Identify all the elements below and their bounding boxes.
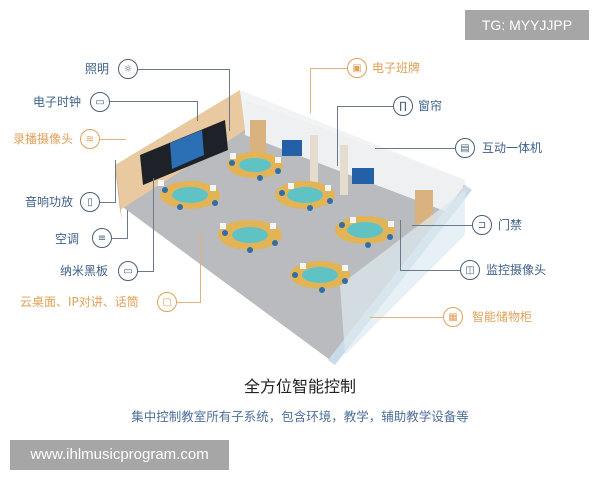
connector-line bbox=[400, 270, 460, 271]
label-interactive-display: 互动一体机 bbox=[482, 141, 543, 155]
label-curtain: 窗帘 bbox=[418, 99, 443, 113]
connector-line bbox=[112, 238, 128, 239]
connector-line bbox=[337, 106, 338, 166]
label-air-conditioner: 空调 bbox=[55, 232, 80, 246]
label-recording-camera: 录播摄像头 bbox=[13, 132, 74, 146]
diagram-subtitle: 集中控制教室所有子系统，包含环境，教学，辅助教学设备等 bbox=[131, 409, 469, 424]
speaker-icon: ▯ bbox=[80, 192, 100, 212]
label-nano-blackboard: 纳米黑板 bbox=[60, 264, 109, 278]
connector-line bbox=[197, 101, 198, 121]
blackboard-icon: ▭ bbox=[118, 261, 138, 281]
connector-line bbox=[100, 202, 116, 203]
surveillance-camera-icon: ◫ bbox=[460, 260, 480, 280]
connector-line bbox=[337, 106, 393, 107]
connector-line bbox=[177, 302, 201, 303]
air-conditioner-icon: ≡ bbox=[92, 228, 112, 248]
connector-line bbox=[200, 230, 201, 303]
label-door-access: 门禁 bbox=[498, 218, 523, 232]
curtain-icon: ∏ bbox=[393, 96, 413, 116]
connector-line bbox=[229, 69, 230, 131]
connector-line bbox=[400, 220, 401, 270]
connector-line bbox=[310, 68, 348, 69]
lightbulb-icon: ☼ bbox=[118, 59, 138, 79]
connector-line bbox=[100, 139, 126, 140]
classroom-illustration bbox=[110, 85, 480, 365]
clock-display-icon: ▭ bbox=[90, 92, 110, 112]
connector-line bbox=[127, 210, 128, 239]
door-access-icon: ⊐ bbox=[472, 215, 492, 235]
connector-line bbox=[115, 160, 116, 203]
connector-line bbox=[370, 317, 443, 318]
label-audio-amplifier: 音响功放 bbox=[25, 195, 74, 209]
connector-line bbox=[110, 101, 198, 102]
label-lighting: 照明 bbox=[85, 62, 110, 76]
desktop-terminal-icon: ▢ bbox=[157, 292, 177, 312]
label-smart-storage-cabinet: 智能储物柜 bbox=[472, 310, 533, 324]
watermark-bottom: www.ihlmusicprogram.com bbox=[10, 440, 229, 470]
watermark-top: TG: MYYJJPP bbox=[465, 10, 589, 40]
interactive-display-icon: ▤ bbox=[455, 138, 475, 158]
label-electronic-class-sign: 电子班牌 bbox=[372, 61, 421, 75]
connector-line bbox=[138, 271, 154, 272]
class-sign-icon: ▣ bbox=[347, 58, 367, 78]
connector-line bbox=[412, 225, 472, 226]
connector-line bbox=[310, 68, 311, 113]
label-cloud-desktop-intercom-mic: 云桌面、IP对讲、话筒 bbox=[20, 295, 139, 309]
connector-line bbox=[138, 69, 230, 70]
connector-line bbox=[375, 148, 455, 149]
storage-cabinet-icon: ▦ bbox=[443, 307, 463, 327]
label-electronic-clock: 电子时钟 bbox=[33, 95, 82, 109]
label-surveillance-camera: 监控摄像头 bbox=[486, 263, 547, 277]
diagram-title: 全方位智能控制 bbox=[243, 377, 356, 396]
connector-line bbox=[153, 178, 154, 272]
recording-camera-icon: ≋ bbox=[80, 129, 100, 149]
